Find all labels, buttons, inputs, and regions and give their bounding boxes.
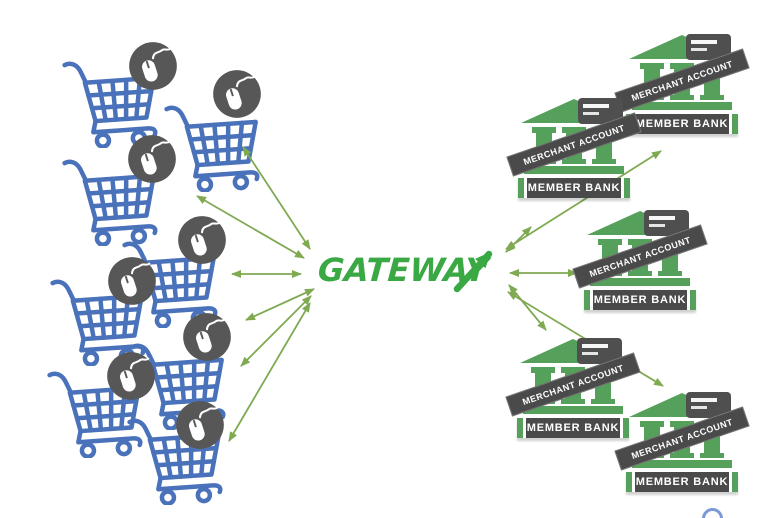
sign-cap — [690, 290, 696, 310]
bank-sign-label: MEMBER BANK — [526, 418, 620, 438]
sign-gap — [620, 418, 623, 438]
member-bank: MERCHANT ACCOUNT MEMBER BANK — [572, 210, 708, 310]
computer-mouse-icon — [181, 311, 233, 363]
partial-circle-decoration — [702, 508, 723, 518]
computer-mouse-icon — [126, 133, 178, 185]
gateway-logo: GATEWAY — [316, 251, 490, 289]
sign-cap — [623, 418, 629, 438]
computer-mouse-icon — [211, 68, 263, 120]
computer-mouse-icon — [127, 40, 179, 92]
bank-sign-label: MEMBER BANK — [527, 178, 621, 198]
bank-sign-label: MEMBER BANK — [635, 114, 729, 134]
member-bank: MERCHANT ACCOUNT MEMBER BANK — [614, 392, 750, 492]
member-bank-sign: MEMBER BANK — [584, 290, 696, 310]
member-bank-sign: MEMBER BANK — [626, 472, 738, 492]
member-bank-sign: MEMBER BANK — [626, 114, 738, 134]
member-bank: MERCHANT ACCOUNT MEMBER BANK — [505, 338, 641, 438]
sign-gap — [632, 472, 635, 492]
sign-cap — [517, 418, 523, 438]
member-bank-sign: MEMBER BANK — [517, 418, 629, 438]
sign-cap — [626, 472, 632, 492]
connector-arrow — [240, 295, 312, 367]
sign-cap — [624, 178, 630, 198]
member-bank: MERCHANT ACCOUNT MEMBER BANK — [506, 98, 642, 198]
sign-gap — [729, 114, 732, 134]
connector-arrow — [245, 288, 315, 321]
computer-mouse-icon — [106, 255, 158, 307]
sign-gap — [523, 418, 526, 438]
computer-mouse-icon — [105, 350, 157, 402]
sign-cap — [732, 114, 738, 134]
gateway-label: GATEWAY — [316, 251, 490, 289]
connector-arrow — [505, 226, 532, 253]
member-bank: MERCHANT ACCOUNT MEMBER BANK — [614, 34, 750, 134]
member-bank-sign: MEMBER BANK — [518, 178, 630, 198]
connector-arrow — [228, 302, 311, 442]
sign-gap — [687, 290, 690, 310]
sign-cap — [732, 472, 738, 492]
bank-sign-label: MEMBER BANK — [593, 290, 687, 310]
bank-sign-label: MEMBER BANK — [635, 472, 729, 492]
connector-arrow — [508, 284, 547, 331]
computer-mouse-icon — [176, 214, 228, 266]
computer-mouse-icon — [174, 399, 226, 451]
sign-gap — [729, 472, 732, 492]
